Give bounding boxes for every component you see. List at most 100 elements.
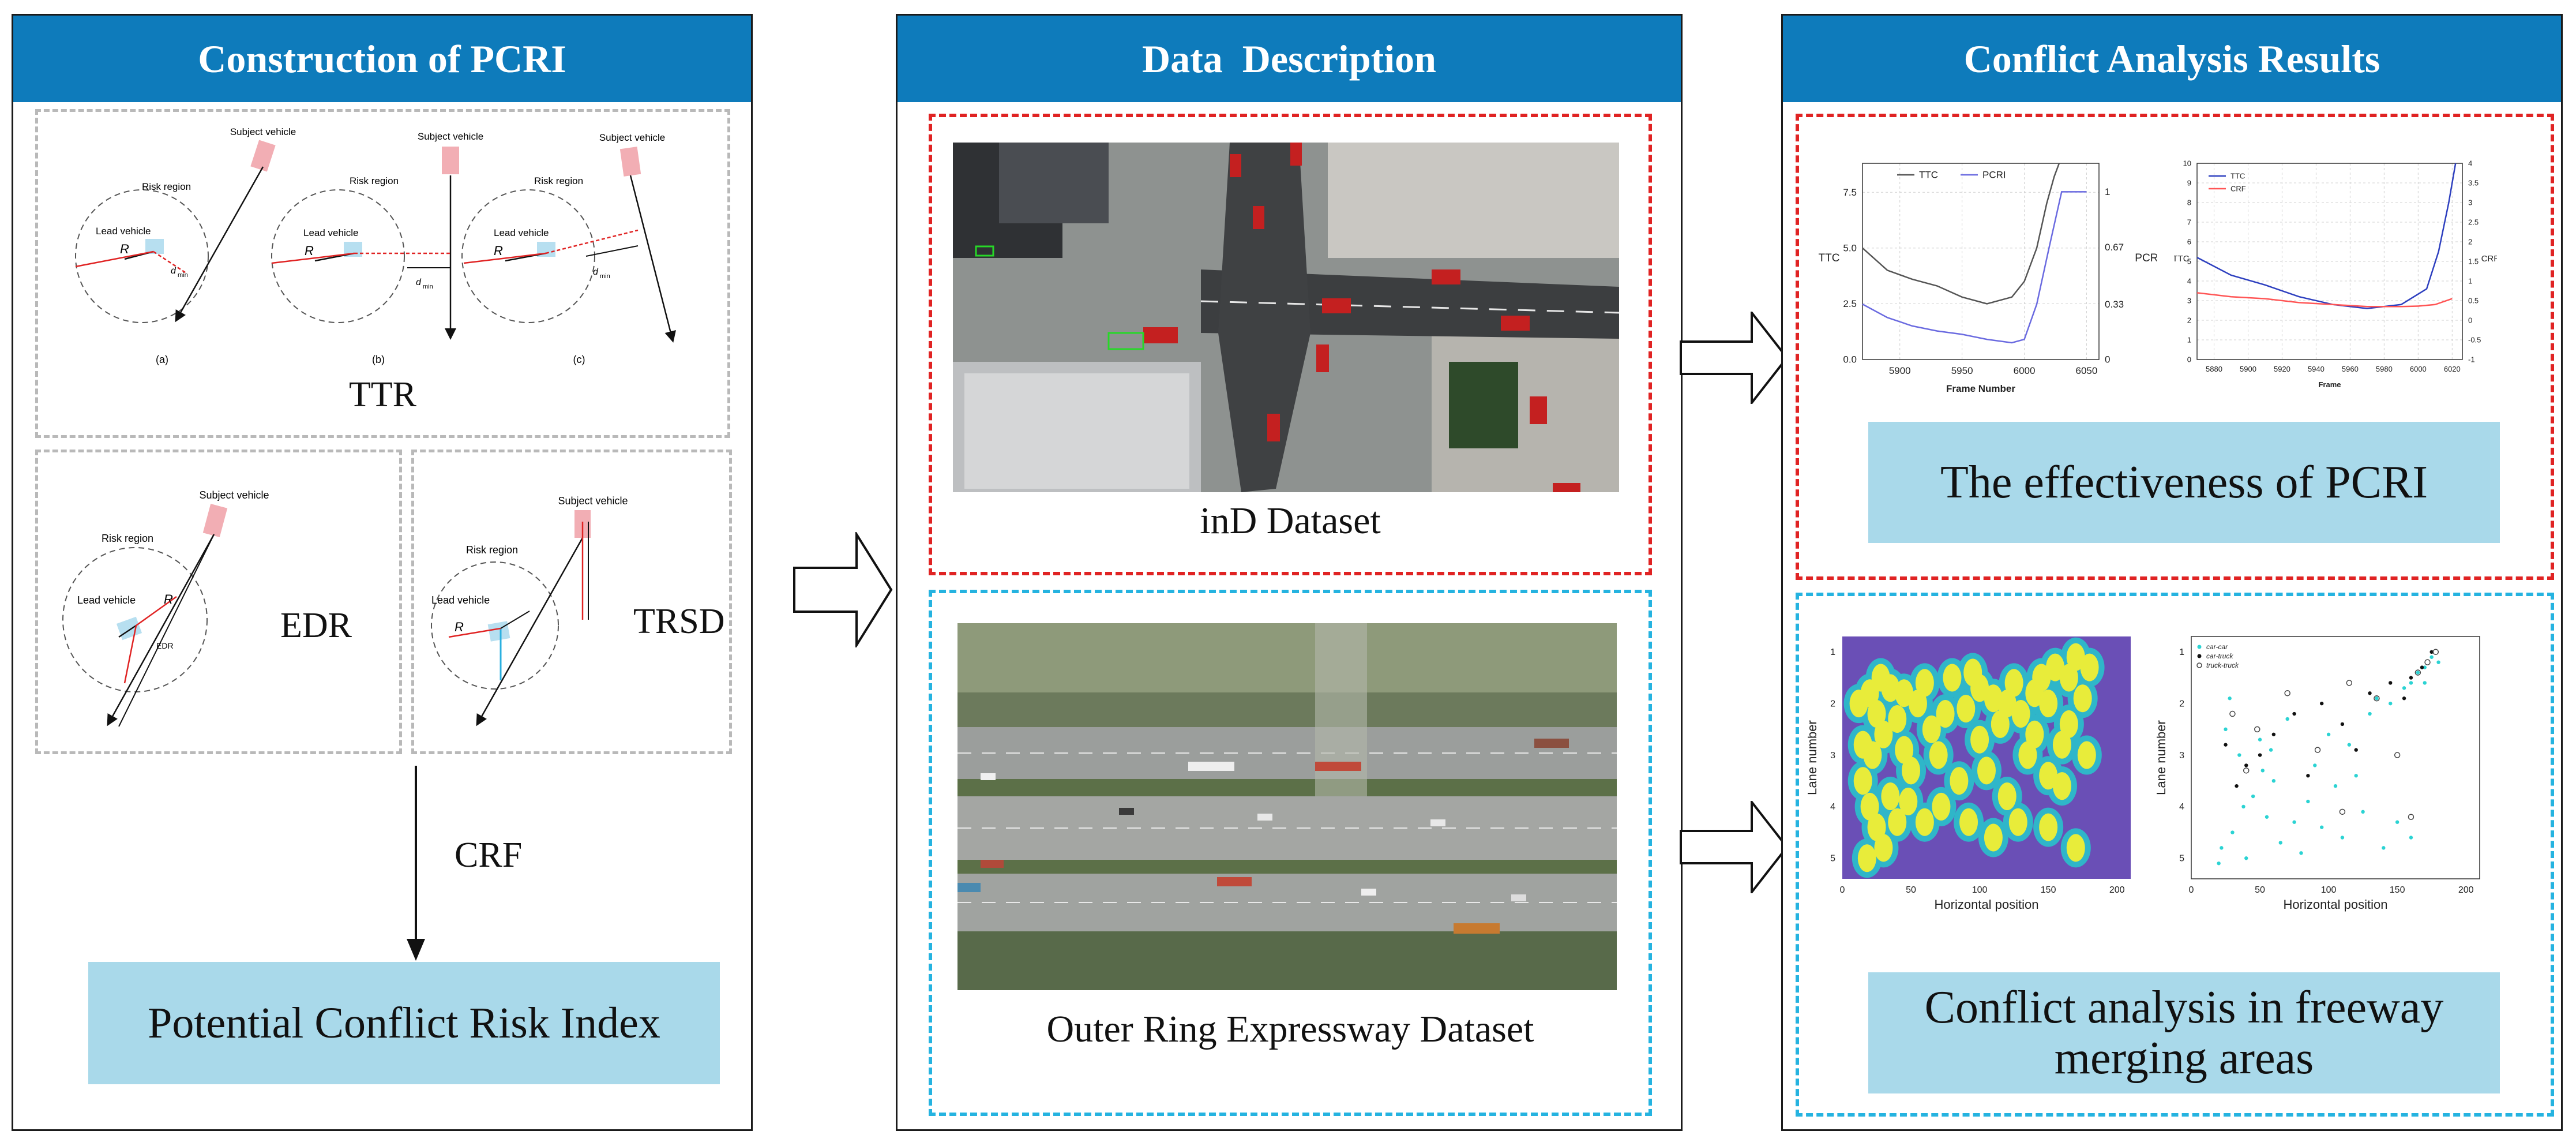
point-car-car-6 [2319, 825, 2324, 829]
legend-label-car-truck: car-truck [2206, 652, 2233, 660]
point-car-car-25 [2306, 799, 2310, 804]
arrow-data-to-effectiveness [1680, 312, 1789, 404]
trsd-label: TRSD [633, 602, 725, 641]
legend-label-ttc: TTC [1919, 170, 1938, 181]
point-car-car-20 [2375, 696, 2379, 701]
ttr-a-lead-label: Lead vehicle [96, 226, 151, 237]
y2-tick-label-8: 3 [2468, 198, 2472, 207]
point-car-car-15 [2237, 753, 2241, 757]
y-axis-label: TTC [1819, 252, 1840, 264]
heat-core-12 [1943, 664, 1962, 692]
y-tick-label-4: 5 [1830, 854, 1835, 864]
y-axis-label: Lane number [1808, 720, 1819, 795]
x-tick-label-0: 0 [1840, 885, 1845, 895]
point-car-truck-7 [2389, 681, 2393, 685]
x-axis-label: Frame Number [1946, 383, 2015, 394]
merging-result-line2: merging areas [2054, 1033, 2314, 1084]
point-car-car-18 [2313, 763, 2317, 767]
y-tick-label-3: 3 [2187, 296, 2191, 305]
data-panel: Data Description [896, 14, 1683, 1131]
legend-marker-car-car [2197, 645, 2202, 649]
series-line-pcri [1862, 191, 2087, 344]
heat-core-32 [2080, 653, 2099, 681]
y-tick-label-1: 2.5 [1843, 298, 1857, 309]
heat-core-59 [1970, 674, 1989, 702]
y2-tick-label-0: 0 [2105, 354, 2110, 365]
point-car-car-8 [2361, 810, 2365, 814]
heat-core-48 [2066, 834, 2085, 862]
x-axis-label: Horizontal position [1935, 897, 2039, 912]
point-car-car-33 [2389, 701, 2393, 706]
point-car-car-1 [2230, 830, 2235, 834]
heat-core-29 [2059, 664, 2078, 692]
edr-subject-label: Subject vehicle [199, 489, 269, 501]
x-tick-label-2: 100 [2321, 885, 2337, 895]
ttr-a-dmin-sub: min [178, 272, 188, 279]
y-tick-label-3: 4 [2179, 802, 2184, 812]
legend-label-ttc: TTC [2230, 171, 2245, 180]
point-car-car-5 [2299, 851, 2303, 855]
y-tick-label-10: 10 [2183, 159, 2191, 167]
x-tick-label-6: 6000 [2410, 365, 2427, 373]
heat-core-58 [1997, 690, 2017, 718]
point-car-truck-12 [2258, 753, 2262, 757]
plot-frame [2196, 163, 2463, 360]
y2-tick-label-6: 2 [2468, 237, 2472, 246]
ttr-c-dmin: d [593, 267, 599, 277]
y-tick-label-2: 5.0 [1843, 242, 1857, 253]
heat-core-16 [1970, 725, 1989, 754]
point-truck-truck-11 [2339, 808, 2346, 815]
x-axis-label: Frame [2318, 380, 2341, 389]
heat-core-49 [2077, 741, 2096, 769]
point-car-car-28 [2217, 861, 2221, 866]
heat-core-19 [1991, 710, 2010, 738]
ttr-b-r: R [305, 244, 314, 258]
ttr-c-dmin-sub: min [600, 273, 610, 280]
y2-tick-label-2: 0 [2468, 316, 2472, 324]
heat-core-21 [2004, 669, 2023, 697]
x-tick-label-1: 5900 [2240, 365, 2256, 373]
heat-core-27 [2046, 653, 2065, 681]
point-car-truck-10 [2429, 650, 2434, 654]
point-car-car-11 [2409, 681, 2413, 685]
point-car-car-29 [2241, 804, 2245, 809]
point-car-truck-13 [2306, 774, 2310, 778]
heat-core-11 [1936, 700, 1955, 728]
point-car-car-24 [2271, 779, 2276, 783]
heat-core-24 [2025, 720, 2044, 748]
ttr-b-dmin: d [416, 278, 422, 287]
x-tick-label-4: 5960 [2342, 365, 2359, 373]
point-car-truck-9 [2420, 665, 2424, 669]
x-tick-label-4: 200 [2458, 885, 2474, 895]
legend-marker-car-truck [2197, 654, 2202, 658]
heat-core-10 [1929, 741, 1948, 769]
point-car-car-31 [2292, 820, 2296, 824]
y2-tick-label-4: 1 [2468, 276, 2472, 285]
heat-core-43 [1959, 808, 1978, 836]
x-tick-label-1: 5950 [1951, 365, 1973, 376]
x-tick-label-4: 200 [2109, 885, 2125, 895]
heat-core-34 [1860, 792, 1879, 821]
point-car-car-7 [2340, 836, 2345, 840]
y-tick-label-9: 9 [2187, 178, 2191, 187]
ttr-c-lead-label: Lead vehicle [494, 227, 549, 238]
heat-core-14 [1957, 695, 1976, 723]
ttr-diagrams: Subject vehicle Risk region Lead vehicle… [75, 126, 676, 365]
merging-result-box: Conflict analysis in freeway merging are… [1868, 972, 2500, 1093]
y-tick-label-1: 1 [2187, 335, 2191, 344]
point-car-truck-0 [2224, 743, 2228, 747]
y2-axis-label: PCRI [2135, 252, 2157, 264]
y2-tick-label-9: 3.5 [2468, 178, 2479, 187]
heat-core-7 [1908, 690, 1927, 718]
point-car-car-38 [2354, 774, 2358, 778]
point-car-car-35 [2436, 660, 2440, 664]
point-car-truck-1 [2244, 763, 2248, 767]
point-car-car-14 [2224, 727, 2228, 732]
y-tick-label-5: 5 [2187, 257, 2191, 265]
merging-result-line1: Conflict analysis in freeway [1924, 982, 2444, 1033]
y-tick-label-2: 3 [2179, 751, 2184, 761]
edr-lead-label: Lead vehicle [77, 594, 136, 606]
heat-core-23 [2018, 741, 2037, 769]
heat-core-37 [1857, 844, 1876, 872]
